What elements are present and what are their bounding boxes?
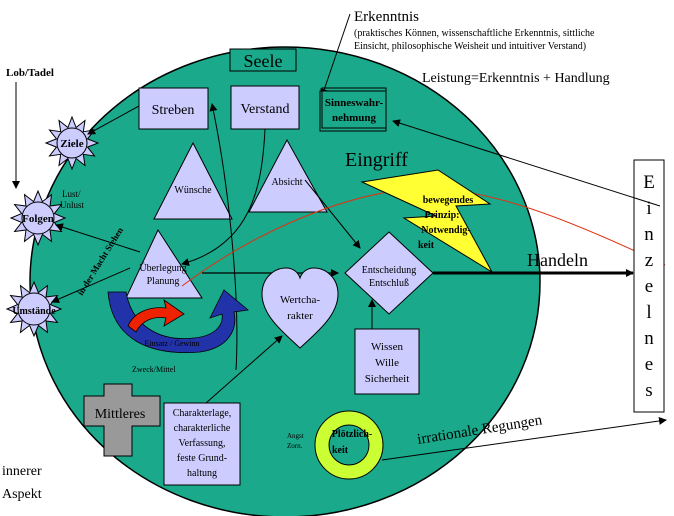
verstand-label: Verstand bbox=[241, 102, 290, 117]
einsatz-red-arrow bbox=[127, 299, 185, 333]
streben-loop-curve bbox=[209, 103, 238, 371]
einzelnes-letter: n bbox=[644, 224, 654, 245]
seele-label: Seele bbox=[244, 51, 283, 71]
wertcharakter-heart bbox=[261, 267, 339, 349]
verstand-box bbox=[230, 85, 300, 130]
erkenntnis-arrow bbox=[320, 13, 351, 97]
streben-ziele-arrow bbox=[87, 105, 140, 135]
absicht-label: Absicht bbox=[271, 177, 302, 188]
sinneswahrnehmung-label-2: nehmung bbox=[332, 112, 377, 124]
wissen-label-3: Sicherheit bbox=[365, 373, 410, 385]
absicht-triangle bbox=[248, 138, 328, 213]
bewegend-label-4: keit bbox=[418, 240, 435, 251]
einzelnes-letter: e bbox=[645, 354, 653, 375]
ziele-sun-icon bbox=[44, 115, 100, 171]
ploetzlichkeit-label-2: keit bbox=[332, 445, 349, 456]
wissen-label-1: Wissen bbox=[371, 341, 403, 353]
handeln-label: Handeln bbox=[527, 250, 588, 270]
angst-label: Angst bbox=[287, 432, 304, 440]
charakter-label-2: charakterliche bbox=[174, 423, 231, 434]
sinneswahrnehmung-inner bbox=[321, 87, 387, 129]
streben-box bbox=[138, 87, 209, 130]
einzelnes-letter: i bbox=[646, 198, 651, 219]
ploetzlichkeit-hole bbox=[328, 424, 370, 466]
ploetzlichkeit-label-1: Plötzlich- bbox=[332, 429, 373, 440]
einzelnes-letter: n bbox=[644, 328, 654, 349]
umstaende-label: Umstände bbox=[12, 306, 56, 317]
einsatz-blue-arrow bbox=[107, 289, 249, 353]
lob-tadel-label: Lob/Tadel bbox=[6, 67, 54, 79]
mittleres-cross bbox=[83, 383, 161, 457]
wissen-label-2: Wille bbox=[375, 357, 399, 369]
irrational-arrow bbox=[381, 417, 667, 461]
einzelnes-letter: E bbox=[643, 172, 655, 193]
erkenntnis-sub-1: (praktisches Können, wissenschaftliche E… bbox=[354, 28, 595, 39]
folgen-label: Folgen bbox=[22, 213, 54, 225]
folgen-sun-icon bbox=[9, 189, 67, 247]
einzelnes-letter: s bbox=[645, 380, 652, 401]
innerer-label-2: Aspekt bbox=[2, 487, 42, 502]
ueberlegung-triangle bbox=[125, 228, 203, 299]
zorn-label: Zorn. bbox=[287, 442, 303, 450]
entscheidung-label-1: Entscheidung bbox=[362, 265, 416, 276]
charakter-wertcharakter-arrow bbox=[205, 335, 283, 404]
wertcharakter-label-2: rakter bbox=[287, 310, 313, 322]
charakter-label-4: feste Grund- bbox=[177, 453, 227, 464]
zweck-label: Zweck/Mittel bbox=[132, 365, 176, 374]
ueberlegung-folgen-arrow bbox=[55, 223, 141, 253]
streben-label: Streben bbox=[152, 103, 195, 118]
sinneswahrnehmung-label-1: Sinneswahr- bbox=[325, 97, 384, 109]
charakter-box bbox=[163, 402, 241, 486]
eingriff-label: Eingriff bbox=[345, 149, 408, 171]
einzelnes-letter: l bbox=[646, 302, 651, 323]
bewegend-bolt bbox=[360, 169, 494, 274]
einsatz-label: Einsatz / Gewinn bbox=[144, 339, 199, 348]
einzelnes-sinnes-arrow bbox=[392, 119, 661, 207]
bewegend-label-3: Notwendig- bbox=[421, 225, 470, 236]
erkenntnis-label: Erkenntnis bbox=[354, 9, 419, 25]
erkenntnis-sub-2: Einsicht, philosophische Weisheit und in… bbox=[354, 41, 586, 52]
seele-box bbox=[229, 48, 297, 72]
lust-label-2: Unlust bbox=[60, 200, 85, 210]
bewegend-label-2: Prinzip: bbox=[425, 210, 460, 221]
einzelnes-letter: z bbox=[645, 250, 653, 271]
innerer-label-1: innerer bbox=[2, 464, 42, 479]
ueberlegung-label-1: Überlegung bbox=[139, 262, 186, 274]
ueberlegung-umstaende-arrow bbox=[51, 267, 131, 303]
sinneswahrnehmung-box bbox=[319, 90, 387, 132]
mittleres-label: Mittleres bbox=[95, 407, 146, 422]
bewegend-label-1: bewegendes bbox=[423, 195, 474, 206]
wissen-box bbox=[354, 328, 420, 395]
verstand-ueberlegung-curve bbox=[181, 128, 266, 266]
umstaende-sun-icon bbox=[5, 280, 63, 338]
wuensche-triangle bbox=[153, 141, 233, 220]
wertcharakter-label-1: Wertcha- bbox=[280, 294, 320, 306]
charakter-label-1: Charakterlage, bbox=[173, 408, 232, 419]
ueberlegung-label-2: Planung bbox=[147, 276, 180, 287]
entscheidung-diamond bbox=[344, 231, 434, 315]
lust-label-1: Lust/ bbox=[62, 189, 81, 199]
charakter-label-3: Verfassung, bbox=[179, 438, 226, 449]
charakter-label-5: haltung bbox=[187, 468, 217, 479]
ziele-label: Ziele bbox=[60, 138, 83, 150]
leistung-label: Leistung=Erkenntnis + Handlung bbox=[422, 71, 610, 86]
einzelnes-letter: e bbox=[645, 276, 653, 297]
entscheidung-label-2: Entschluß bbox=[369, 278, 409, 289]
wuensche-label: Wünsche bbox=[174, 185, 212, 196]
absicht-entscheidung-arrow bbox=[304, 179, 361, 249]
